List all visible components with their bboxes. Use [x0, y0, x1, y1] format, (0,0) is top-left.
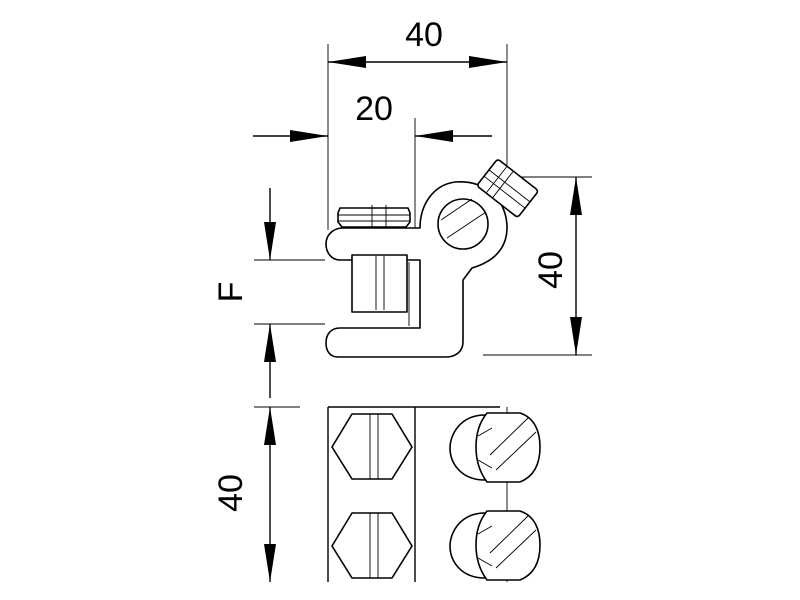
clamp-side-view: [325, 159, 539, 358]
dimension-bottom-height: 40: [212, 406, 300, 582]
dimension-label-right-height: 40: [532, 251, 570, 289]
collar-screw: [477, 159, 539, 218]
clamp-top-view: [327, 406, 541, 582]
dimension-right-height: 40: [483, 176, 592, 356]
collar-screw-top: [449, 412, 541, 483]
dimension-top-width: 40: [327, 16, 508, 230]
screw-head: [337, 207, 411, 228]
hex-screw-top: [331, 413, 413, 480]
hex-screw-bottom: [331, 512, 413, 579]
clamp-hole: [437, 198, 489, 250]
dimension-left-range: F: [212, 188, 325, 398]
screw-shank: [351, 254, 408, 313]
dimension-label-top-half-width: 20: [355, 90, 393, 128]
dimension-label-left-range: F: [212, 282, 250, 303]
dimension-label-bottom-height: 40: [212, 474, 250, 512]
dimension-label-top-width: 40: [405, 16, 443, 54]
collar-screw-bottom: [449, 510, 541, 581]
dimension-top-half-width: 20: [253, 90, 492, 240]
